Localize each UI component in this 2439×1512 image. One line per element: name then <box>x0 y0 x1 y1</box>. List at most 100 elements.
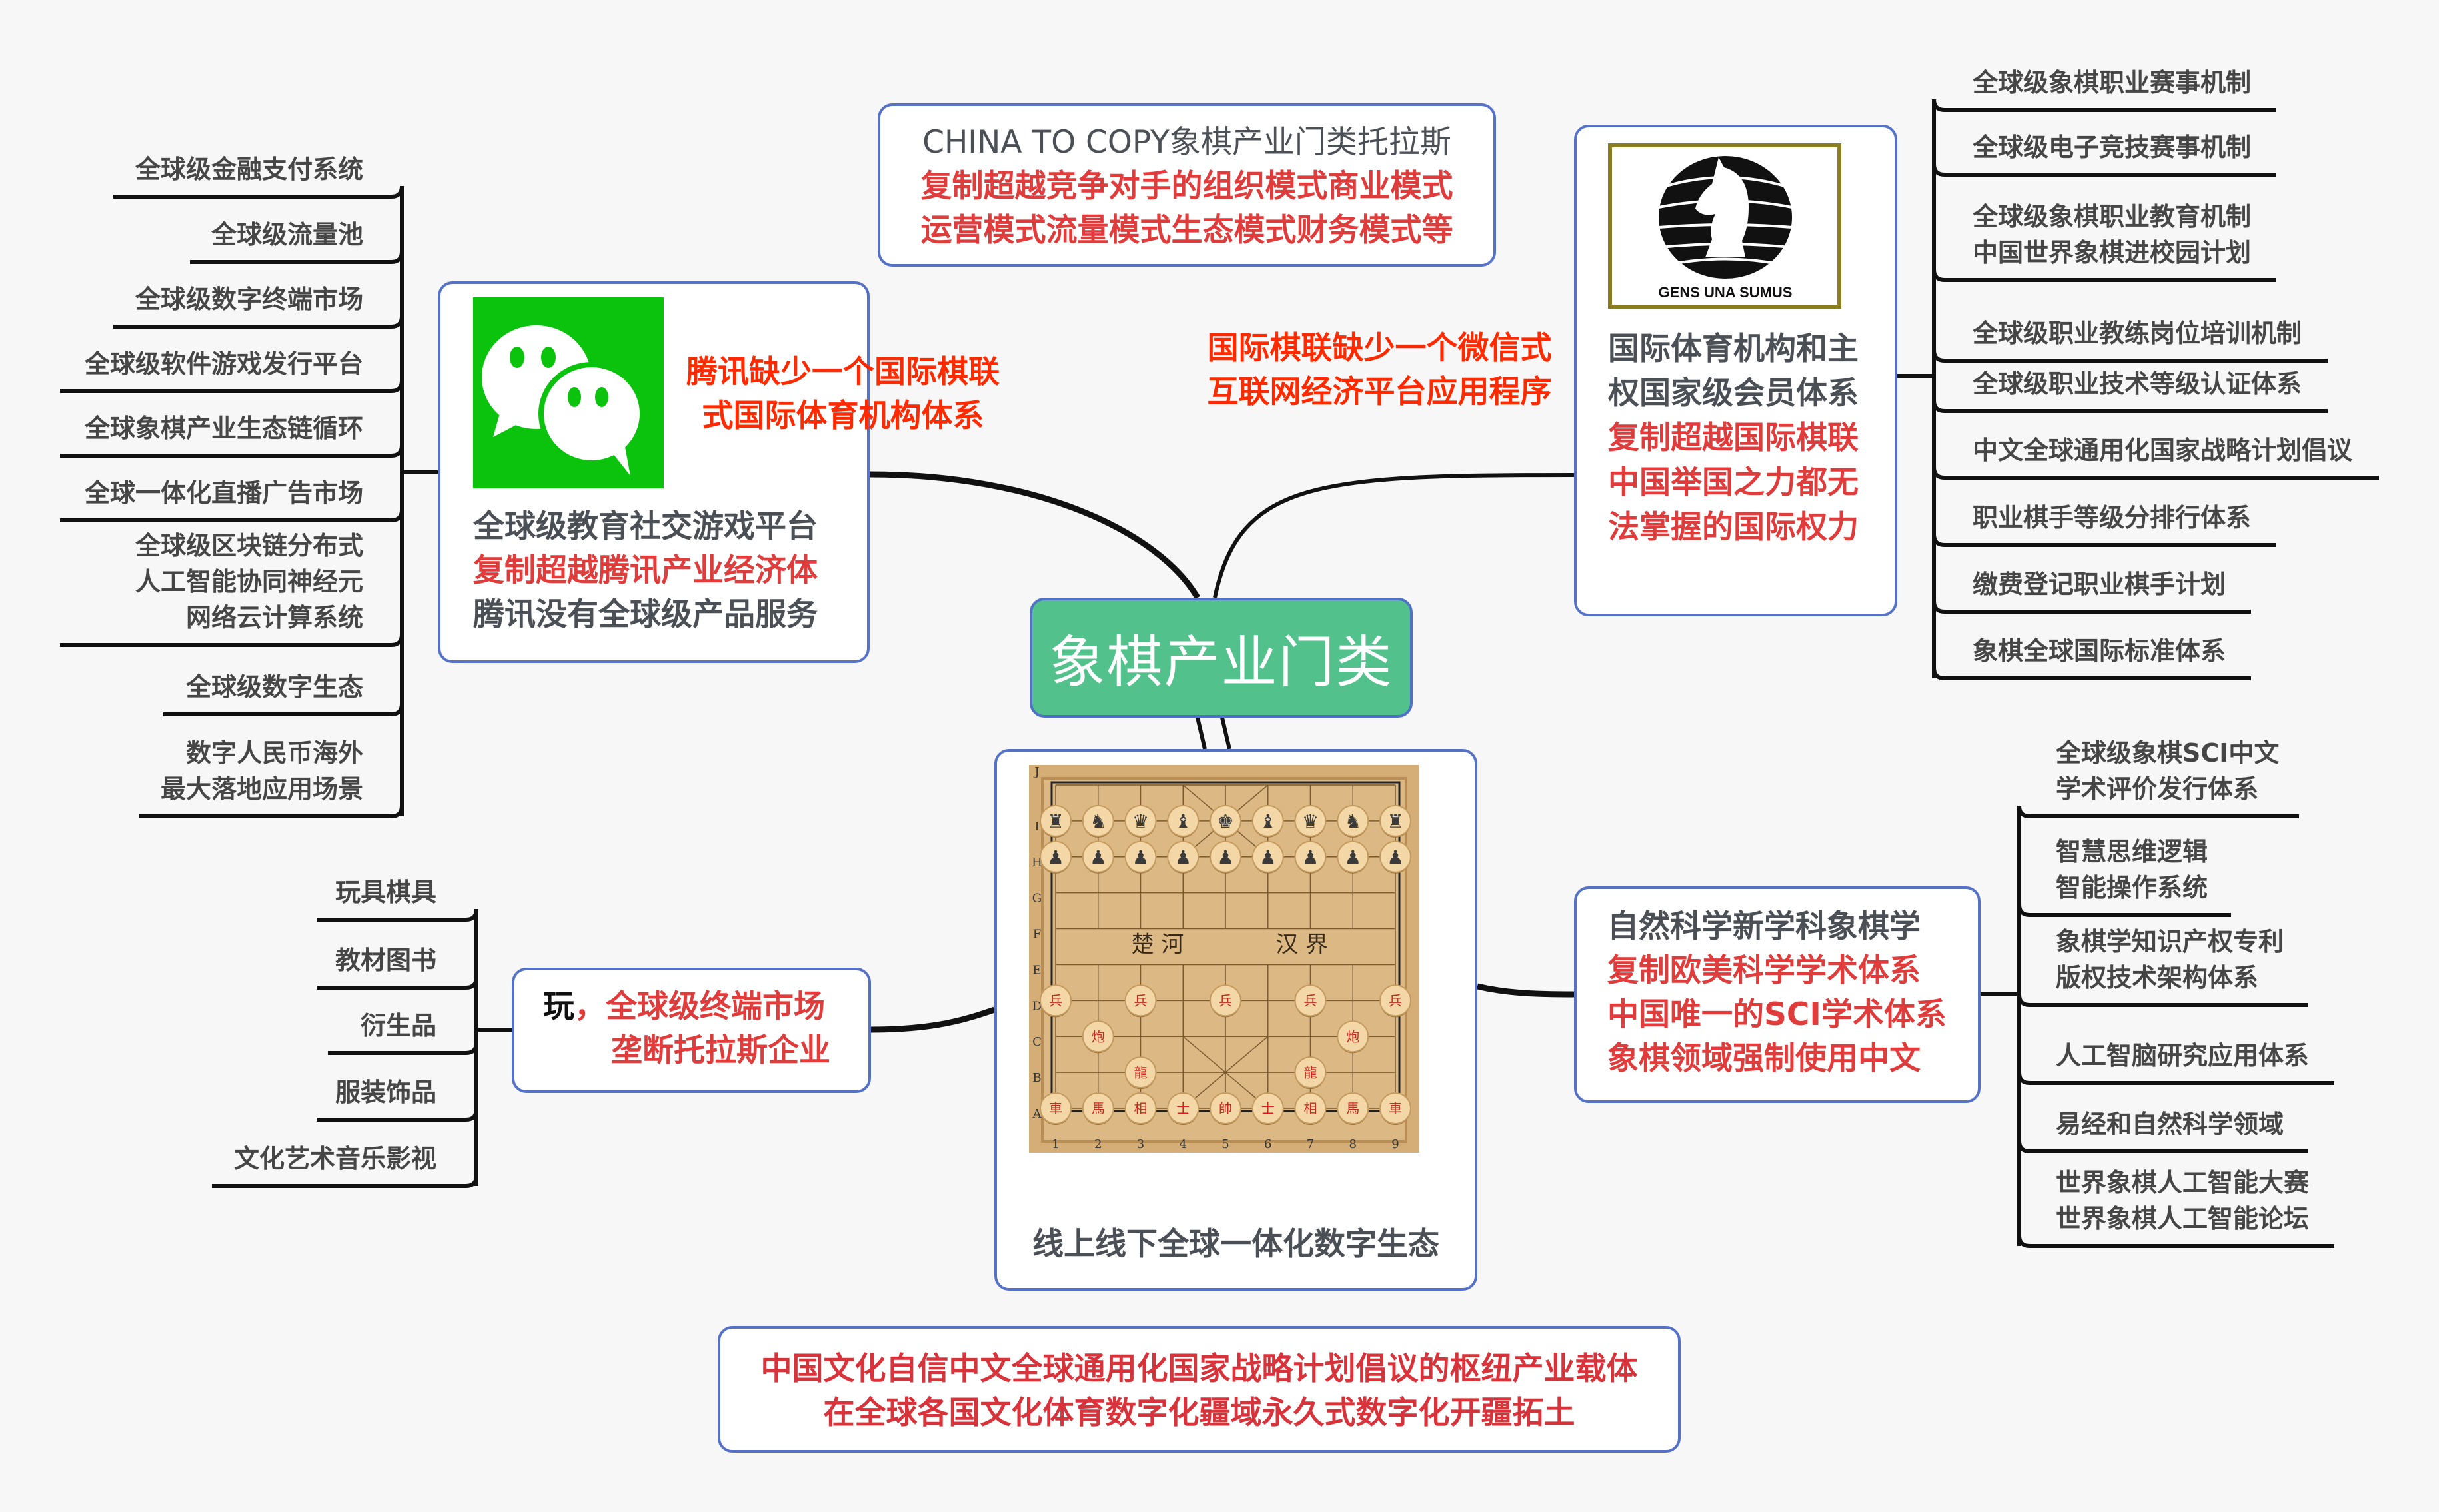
fide-child-item[interactable]: 缴费登记职业棋手计划 <box>1973 566 2226 602</box>
science-line-3: 中国唯一的SCI学术体系 <box>1607 996 1947 1033</box>
fide-child-item[interactable]: 全球级象棋职业赛事机制 <box>1973 65 2251 101</box>
science-child-underline <box>2017 1140 2308 1153</box>
wechat-child-item[interactable]: 全球级数字终端市场 <box>135 281 363 317</box>
branch-play <box>870 1006 996 1033</box>
play-child-underline <box>317 908 478 922</box>
wechat-child-item[interactable]: 全球级数字生态 <box>186 669 363 705</box>
branch-science <box>1476 983 1575 998</box>
row-label: G <box>1032 892 1042 906</box>
red-cannon <box>1082 1020 1114 1053</box>
play-child-item[interactable]: 文化艺术音乐影视 <box>234 1141 436 1177</box>
wechat-child-item[interactable]: 全球级区块链分布式人工智能协同神经元网络云计算系统 <box>135 528 363 636</box>
wechat-child-item-label: 全球级软件游戏发行平台 <box>84 349 363 378</box>
wechat-child-underline <box>163 703 404 716</box>
western-piece <box>1294 804 1327 837</box>
western-pawn-glyph: ♟ <box>1132 846 1149 868</box>
play-market-line-2-wrap: 垄断托拉斯企业 <box>611 1029 830 1073</box>
play-child-item[interactable]: 玩具棋具 <box>335 874 436 910</box>
science-child-underline <box>2017 1235 2334 1248</box>
fide-child-underline <box>1932 600 2251 614</box>
red-piece-glyph: 士 <box>1176 1100 1190 1116</box>
fide-child-item[interactable]: 职业棋手等级分排行体系 <box>1973 500 2251 536</box>
science-child-item[interactable]: 人工智脑研究应用体系 <box>2056 1038 2309 1074</box>
play-child-item[interactable]: 服装饰品 <box>335 1074 436 1110</box>
col-label: 9 <box>1391 1137 1399 1151</box>
wechat-child-item-label: 全球一体化直播广告市场 <box>84 478 363 508</box>
fide-annotation: 国际棋联缺少一个微信式 互联网经济平台应用程序 <box>1200 327 1559 414</box>
row-label: I <box>1034 820 1039 834</box>
western-piece-glyph: ♝ <box>1259 810 1276 832</box>
chess-science-text: 自然科学新学科象棋学 复制欧美科学学术体系 中国唯一的SCI学术体系 象棋领域强… <box>1607 905 1947 1081</box>
wechat-node-text: 全球级教育社交游戏平台 复制超越腾讯产业经济体 腾讯没有全球级产品服务 <box>473 505 846 637</box>
row-label: A <box>1032 1107 1042 1121</box>
fide-child-item[interactable]: 全球级职业教练岗位培训机制 <box>1973 315 2302 351</box>
copy-strategy-node[interactable]: CHINA TO COPY象棋产业门类托拉斯 复制超越竞争对手的组织模式商业模式… <box>878 103 1496 267</box>
fide-child-item[interactable]: 中文全球通用化国家战略计划倡议 <box>1973 432 2352 468</box>
science-child-item[interactable]: 象棋学知识产权专利版权技术架构体系 <box>2056 924 2284 996</box>
western-pawn <box>1337 840 1369 873</box>
wechat-annotation-line-2: 式国际体育机构体系 <box>702 398 984 434</box>
play-child-item-label: 文化艺术音乐影视 <box>233 1144 436 1173</box>
wechat-line-1: 全球级教育社交游戏平台 <box>473 508 818 545</box>
red-piece <box>1337 1092 1369 1124</box>
science-child-item-label: 世界象棋人工智能论坛 <box>2056 1204 2310 1233</box>
wechat-child-underline <box>60 634 404 647</box>
western-pawn-glyph: ♟ <box>1259 846 1276 868</box>
fide-child-underline <box>1932 269 2276 282</box>
western-piece <box>1337 804 1369 837</box>
wechat-line-3: 腾讯没有全球级产品服务 <box>473 596 818 633</box>
play-child-underline <box>317 1108 478 1122</box>
strategic-carrier-node[interactable]: 中国文化自信中文全球通用化国家战略计划倡议的枢纽产业载体 在全球各国文化体育数字… <box>718 1326 1681 1453</box>
branch-board-b <box>1220 717 1231 750</box>
fide-motto: GENS UNA SUMUS <box>1659 284 1793 301</box>
fide-child-item-label: 中国世界象棋进校园计划 <box>1973 238 2252 267</box>
science-child-item[interactable]: 世界象棋人工智能大赛世界象棋人工智能论坛 <box>2056 1165 2309 1237</box>
western-piece <box>1210 804 1241 837</box>
fide-line-4: 中国举国之力都无 <box>1608 464 1859 501</box>
play-comma: ， <box>574 988 606 1025</box>
col-label: 7 <box>1307 1137 1314 1151</box>
science-child-item[interactable]: 智慧思维逻辑智能操作系统 <box>2056 834 2208 906</box>
fide-child-item[interactable]: 象棋全球国际标准体系 <box>1973 633 2226 669</box>
fide-child-item[interactable]: 全球级电子竞技赛事机制 <box>1973 129 2251 165</box>
red-cannon-glyph: 炮 <box>1346 1028 1359 1044</box>
wechat-child-item[interactable]: 数字人民币海外最大落地应用场景 <box>161 735 363 807</box>
fide-child-item-label: 中文全球通用化国家战略计划倡议 <box>1973 436 2353 465</box>
wechat-child-item[interactable]: 全球级软件游戏发行平台 <box>85 346 363 382</box>
science-child-item-label: 智慧思维逻辑 <box>2056 837 2208 866</box>
western-pawn <box>1040 840 1072 873</box>
wechat-child-item[interactable]: 全球级流量池 <box>211 217 363 253</box>
row-label: J <box>1033 765 1039 779</box>
play-child-item[interactable]: 教材图书 <box>335 942 436 978</box>
science-child-item-label: 世界象棋人工智能大赛 <box>2056 1168 2310 1197</box>
row-label: B <box>1032 1071 1041 1085</box>
western-piece <box>1251 804 1284 837</box>
fide-child-item[interactable]: 全球级象棋职业教育机制中国世界象棋进校园计划 <box>1973 199 2251 271</box>
science-child-item[interactable]: 易经和自然科学领域 <box>2056 1106 2284 1142</box>
western-pawn-glyph: ♟ <box>1217 846 1233 868</box>
board-frame <box>1041 777 1407 1143</box>
chess-science-node[interactable] <box>1574 886 1981 1103</box>
row-label: C <box>1032 1035 1042 1049</box>
western-piece-glyph: ♛ <box>1302 810 1319 832</box>
fide-child-item[interactable]: 全球级职业技术等级认证体系 <box>1973 366 2302 402</box>
fide-child-underline <box>1932 466 2379 480</box>
play-market-node[interactable] <box>512 968 871 1093</box>
western-pawn-glyph: ♟ <box>1302 846 1319 868</box>
red-piece <box>1167 1092 1200 1124</box>
fide-line-1: 国际体育机构和主 <box>1608 331 1859 367</box>
root-node[interactable]: 象棋产业门类 <box>1030 598 1413 718</box>
western-piece-glyph: ♞ <box>1345 810 1361 832</box>
science-child-item[interactable]: 全球级象棋SCI中文学术评价发行体系 <box>2056 735 2279 807</box>
red-piece-glyph: 馬 <box>1346 1100 1359 1116</box>
play-child-item[interactable]: 衍生品 <box>361 1008 436 1044</box>
wechat-child-item-label: 数字人民币海外 <box>185 738 363 768</box>
wechat-child-item[interactable]: 全球一体化直播广告市场 <box>85 475 363 511</box>
wechat-child-item[interactable]: 全球级金融支付系统 <box>135 151 363 187</box>
red-piece-glyph: 馬 <box>1092 1100 1105 1116</box>
fide-title: FIDE <box>1705 259 1745 279</box>
science-child-item-label: 智能操作系统 <box>2056 873 2208 902</box>
wechat-child-item[interactable]: 全球象棋产业生态链循环 <box>85 410 363 446</box>
red-soldier-glyph: 兵 <box>1389 993 1402 1009</box>
